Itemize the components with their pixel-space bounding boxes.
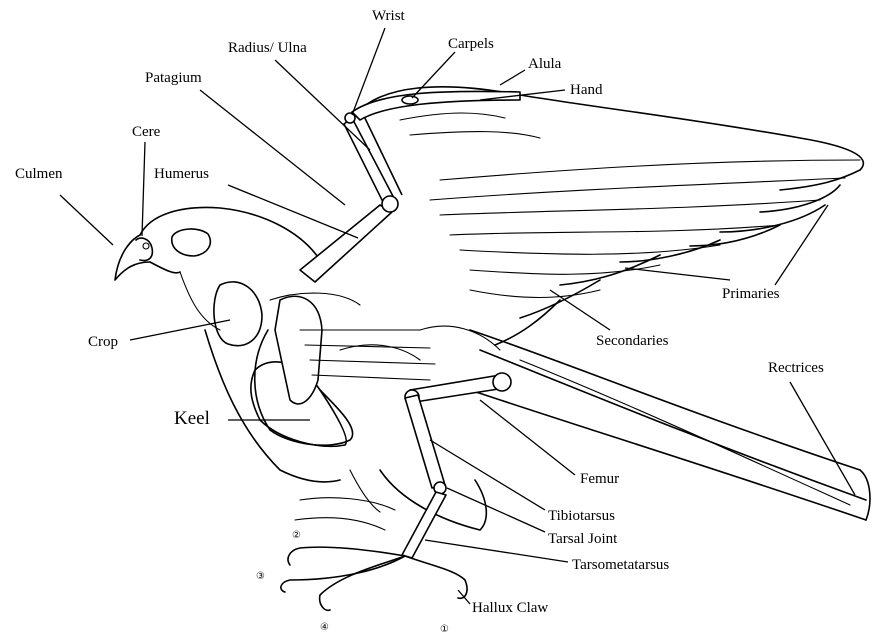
label-tibiotarsus: Tibiotarsus	[548, 508, 615, 524]
label-primaries: Primaries	[722, 286, 780, 302]
toe-number-3: ③	[256, 571, 265, 582]
label-patagium: Patagium	[145, 70, 202, 86]
leader-crop	[130, 320, 230, 340]
leader-culmen	[60, 195, 113, 245]
label-radius-ulna: Radius/ Ulna	[228, 40, 307, 56]
label-crop: Crop	[88, 334, 118, 350]
label-tarsometatarsus: Tarsometatarsus	[572, 557, 669, 573]
body	[205, 282, 500, 530]
wing-skeleton	[300, 91, 520, 282]
label-tarsal-joint: Tarsal Joint	[548, 531, 618, 547]
leader-femur	[480, 400, 575, 475]
label-rectrices: Rectrices	[768, 360, 824, 376]
bird-illustration	[115, 87, 870, 611]
leader-cere	[142, 142, 145, 236]
label-wrist: Wrist	[372, 8, 406, 24]
label-hand: Hand	[570, 82, 603, 98]
label-secondaries: Secondaries	[596, 333, 669, 349]
label-humerus: Humerus	[154, 166, 209, 182]
tail-feathers	[470, 330, 870, 520]
leader-rectrices	[790, 382, 855, 495]
label-alula: Alula	[528, 56, 562, 72]
feet	[281, 498, 467, 611]
toe-number-1: ①	[440, 624, 449, 635]
wing	[355, 87, 863, 345]
leader-alula	[500, 70, 525, 85]
label-keel: Keel	[174, 408, 210, 429]
toe-number-2: ②	[292, 530, 301, 541]
leader-humerus	[228, 185, 358, 238]
leader-secondaries	[550, 290, 610, 330]
leg-skeleton	[402, 373, 511, 558]
label-hallux-claw: Hallux Claw	[472, 600, 548, 616]
toe-number-4: ④	[320, 622, 329, 633]
label-cere: Cere	[132, 124, 161, 140]
label-culmen: Culmen	[15, 166, 63, 182]
label-carpels: Carpels	[448, 36, 494, 52]
leader-lines	[60, 28, 855, 604]
leader-primaries	[625, 205, 828, 285]
leader-patagium	[200, 90, 345, 205]
leader-hallux-claw	[458, 590, 470, 604]
torso-skeleton	[255, 296, 435, 445]
leader-tibiotarsus	[430, 440, 545, 510]
label-femur: Femur	[580, 471, 619, 487]
leader-tarsometatarsus	[425, 540, 568, 562]
